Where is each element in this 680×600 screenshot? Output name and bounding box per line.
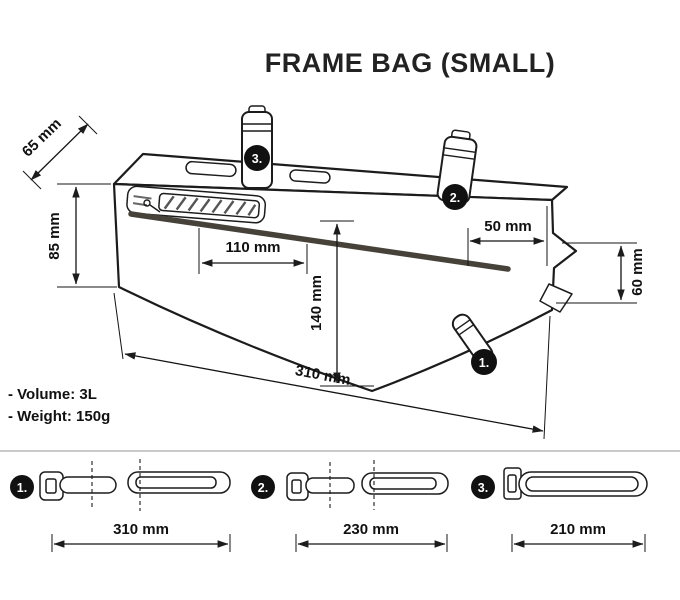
- strap-detail-2: 2. 230 mm: [251, 460, 449, 552]
- marker-3-label: 3.: [252, 152, 262, 166]
- weight-spec: - Weight: 150g: [8, 408, 110, 425]
- volume-spec: - Volume: 3L: [8, 386, 97, 403]
- dim-60-label: 60 mm: [629, 248, 646, 296]
- strap-3-drawing: [503, 467, 648, 500]
- dim-140-label: 140 mm: [308, 275, 325, 331]
- reflective-hatch: [163, 195, 257, 216]
- dimension-65mm: 65 mm: [19, 115, 98, 190]
- dim-50-label: 50 mm: [484, 218, 532, 235]
- strap-1-number: 1.: [17, 481, 27, 495]
- marker-1-label: 1.: [479, 356, 489, 370]
- strap-2-length: 230 mm: [343, 521, 399, 538]
- strap-3-dimension: 210 mm: [511, 521, 646, 552]
- frame-bag-illustration: 3. 2. 1.: [112, 105, 578, 393]
- top-slot-right: [289, 169, 331, 184]
- marker-2-badge: [442, 184, 468, 210]
- logo-mark: [133, 195, 152, 200]
- dimension-60mm: 60 mm: [556, 242, 646, 304]
- brand-strip: [126, 185, 267, 224]
- dimension-110mm: 110 mm: [198, 228, 308, 274]
- strap-3-badge: [471, 475, 495, 499]
- marker-2-label: 2.: [450, 191, 460, 205]
- strap-1-drawing: [39, 459, 231, 511]
- strap-3-length: 210 mm: [550, 521, 606, 538]
- zipper-pull-cord: [149, 204, 161, 213]
- zipper-pull: [143, 199, 151, 207]
- rear-loop: [539, 283, 573, 313]
- top-slot-left: [185, 160, 237, 178]
- strap-1-length: 310 mm: [113, 521, 169, 538]
- dim-110-label: 110 mm: [225, 239, 280, 256]
- strap-2-dimension: 230 mm: [295, 521, 448, 552]
- dimension-50mm: 50 mm: [467, 206, 548, 266]
- zipper: [128, 211, 511, 272]
- strap-2-drawing: [286, 460, 449, 510]
- strap-2-badge: [251, 475, 275, 499]
- strap-detail-3: 3. 210 mm: [471, 467, 648, 552]
- marker-3-badge: [244, 145, 270, 171]
- page-title: FRAME BAG (SMALL): [265, 48, 555, 78]
- strap-1-dimension: 310 mm: [51, 521, 231, 552]
- strap-3-number: 3.: [478, 481, 488, 495]
- dimension-85mm: 85 mm: [46, 183, 117, 288]
- dim-85-label: 85 mm: [46, 212, 63, 260]
- strap-2-number: 2.: [258, 481, 268, 495]
- strap-1-badge: [10, 475, 34, 499]
- strap-detail-1: 1. 310 mm: [10, 459, 231, 552]
